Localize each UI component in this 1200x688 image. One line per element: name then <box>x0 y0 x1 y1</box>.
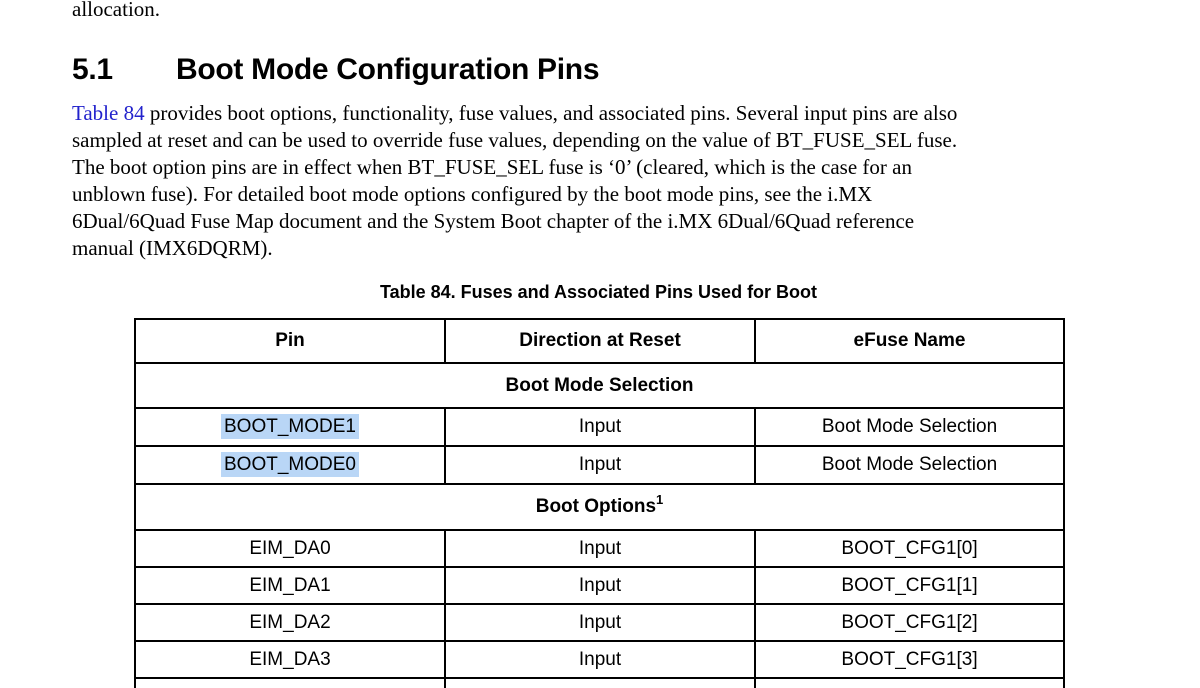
paragraph-line: manual (IMX6DQRM). <box>72 236 273 260</box>
table-cell-efuse: Boot Mode Selection <box>754 445 1065 485</box>
paragraph-line: 6Dual/6Quad Fuse Map document and the Sy… <box>72 209 915 233</box>
table-row-partial <box>134 677 1065 688</box>
column-header-efuse: eFuse Name <box>754 318 1065 364</box>
table-row: BOOT_MODE1 Input Boot Mode Selection <box>134 407 1065 447</box>
footnote-marker: 1 <box>656 491 664 507</box>
table-84-link[interactable]: Table 84 <box>72 101 145 125</box>
table-cell-pin: EIM_DA0 <box>134 529 446 568</box>
section-title-row: Boot Mode Selection <box>134 362 1065 409</box>
column-header-pin: Pin <box>134 318 446 364</box>
table-row: EIM_DA2 Input BOOT_CFG1[2] <box>134 603 1065 642</box>
table-cell-direction: Input <box>444 640 756 679</box>
highlighted-pin-text: BOOT_MODE0 <box>221 452 359 477</box>
table-cell-pin: EIM_DA3 <box>134 640 446 679</box>
table-row: EIM_DA1 Input BOOT_CFG1[1] <box>134 566 1065 605</box>
paragraph-line: sampled at reset and can be used to over… <box>72 128 958 152</box>
table-cell-pin: BOOT_MODE0 <box>134 445 446 485</box>
column-header-direction: Direction at Reset <box>444 318 756 364</box>
table-cell-efuse: BOOT_CFG1[0] <box>754 529 1065 568</box>
table-row: EIM_DA3 Input BOOT_CFG1[3] <box>134 640 1065 679</box>
table-cell-efuse: BOOT_CFG1[3] <box>754 640 1065 679</box>
paragraph-line: The boot option pins are in effect when … <box>72 155 912 179</box>
table-cell-empty <box>754 677 1065 688</box>
intro-paragraph: Table 84 provides boot options, function… <box>72 100 957 262</box>
paragraph-line: unblown fuse). For detailed boot mode op… <box>72 182 873 206</box>
table-cell-efuse: BOOT_CFG1[2] <box>754 603 1065 642</box>
table-cell-pin: EIM_DA1 <box>134 566 446 605</box>
table-cell-pin: EIM_DA2 <box>134 603 446 642</box>
paragraph-line-text: provides boot options, functionality, fu… <box>144 101 958 125</box>
table-cell-direction: Input <box>444 529 756 568</box>
table-cell-direction: Input <box>444 407 756 447</box>
table-row: BOOT_MODE0 Input Boot Mode Selection <box>134 445 1065 485</box>
table-cell-empty <box>134 677 446 688</box>
table-cell-direction: Input <box>444 445 756 485</box>
previous-paragraph-tail: allocation. <box>72 0 161 21</box>
table-cell-direction: Input <box>444 566 756 605</box>
table-cell-efuse: Boot Mode Selection <box>754 407 1065 447</box>
table-cell-efuse: BOOT_CFG1[1] <box>754 566 1065 605</box>
section-title: Boot Mode Configuration Pins <box>176 53 600 86</box>
boot-fuses-table: Pin Direction at Reset eFuse Name Boot M… <box>134 318 1065 688</box>
table-header-row: Pin Direction at Reset eFuse Name <box>134 318 1065 364</box>
section-heading: 5.1 Boot Mode Configuration Pins <box>72 52 600 88</box>
section-title-text: Boot Mode Selection <box>505 374 694 396</box>
highlighted-pin-text: BOOT_MODE1 <box>221 414 359 439</box>
table-cell-direction: Input <box>444 603 756 642</box>
table-cell-pin: BOOT_MODE1 <box>134 407 446 447</box>
table-cell-empty <box>444 677 756 688</box>
table-caption: Table 84. Fuses and Associated Pins Used… <box>379 282 818 302</box>
section-title-cell: Boot Mode Selection <box>134 362 1065 409</box>
section-title-cell: Boot Options1 <box>134 483 1065 531</box>
section-title-row: Boot Options1 <box>134 483 1065 531</box>
table-row: EIM_DA0 Input BOOT_CFG1[0] <box>134 529 1065 568</box>
paragraph-line: Table 84 provides boot options, function… <box>72 100 957 127</box>
section-number: 5.1 <box>72 53 113 86</box>
section-title-text: Boot Options <box>535 496 657 517</box>
